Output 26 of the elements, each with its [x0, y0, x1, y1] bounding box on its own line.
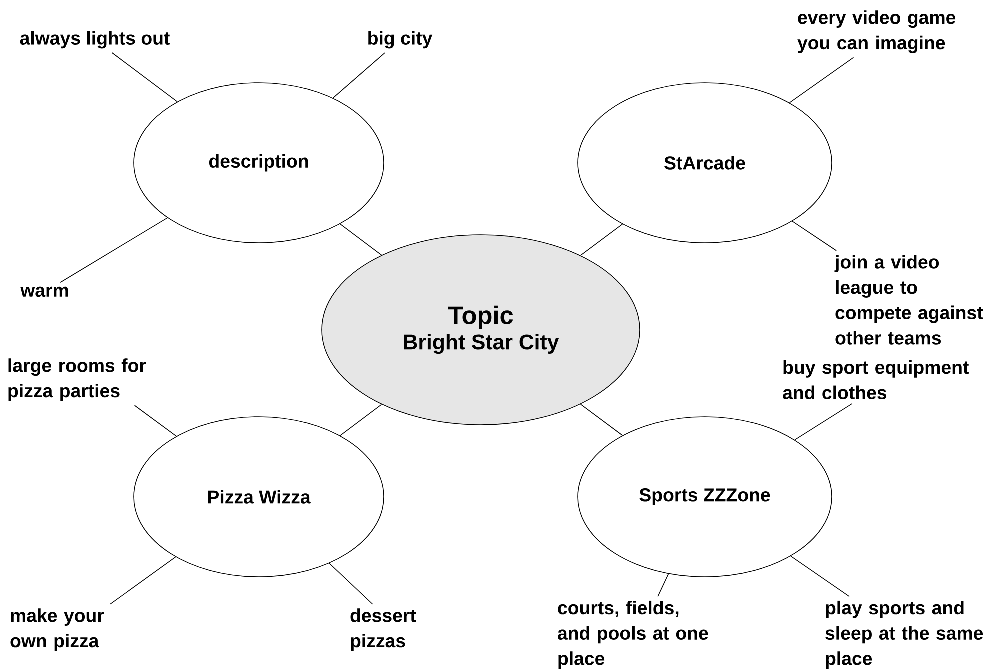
- connector-line: [340, 404, 382, 436]
- detail-text: play sports and sleep at the same place: [826, 600, 984, 670]
- detail-text: courts, fields, and pools at one place: [558, 600, 708, 670]
- detail-text: big city: [368, 31, 433, 49]
- detail-text: warm: [20, 286, 68, 298]
- connector-line: [112, 52, 178, 102]
- connector-line: [329, 563, 374, 605]
- detail-text: dessert pizzas: [350, 608, 416, 652]
- connector-line: [580, 404, 624, 436]
- connector-line: [60, 218, 168, 283]
- detail-text: large rooms for pizza parties: [8, 358, 146, 402]
- connector-line: [790, 556, 850, 598]
- connector-line: [789, 57, 854, 104]
- connector-line: [332, 52, 386, 99]
- detail-text: buy sport equipment and clothes: [783, 360, 969, 400]
- detail-text: join a video league to compete against other teams: [834, 255, 984, 345]
- connector-line: [658, 574, 670, 598]
- connector-line: [792, 221, 837, 252]
- detail-text: make your own pizza: [10, 608, 104, 652]
- connector-line: [134, 405, 178, 437]
- connector-line: [110, 556, 176, 605]
- detail-text: every video game you can imagine: [798, 10, 956, 54]
- connector-line: [794, 403, 853, 440]
- connector-line: [340, 224, 382, 256]
- detail-text: always lights out: [20, 31, 170, 49]
- connector-line: [580, 224, 624, 256]
